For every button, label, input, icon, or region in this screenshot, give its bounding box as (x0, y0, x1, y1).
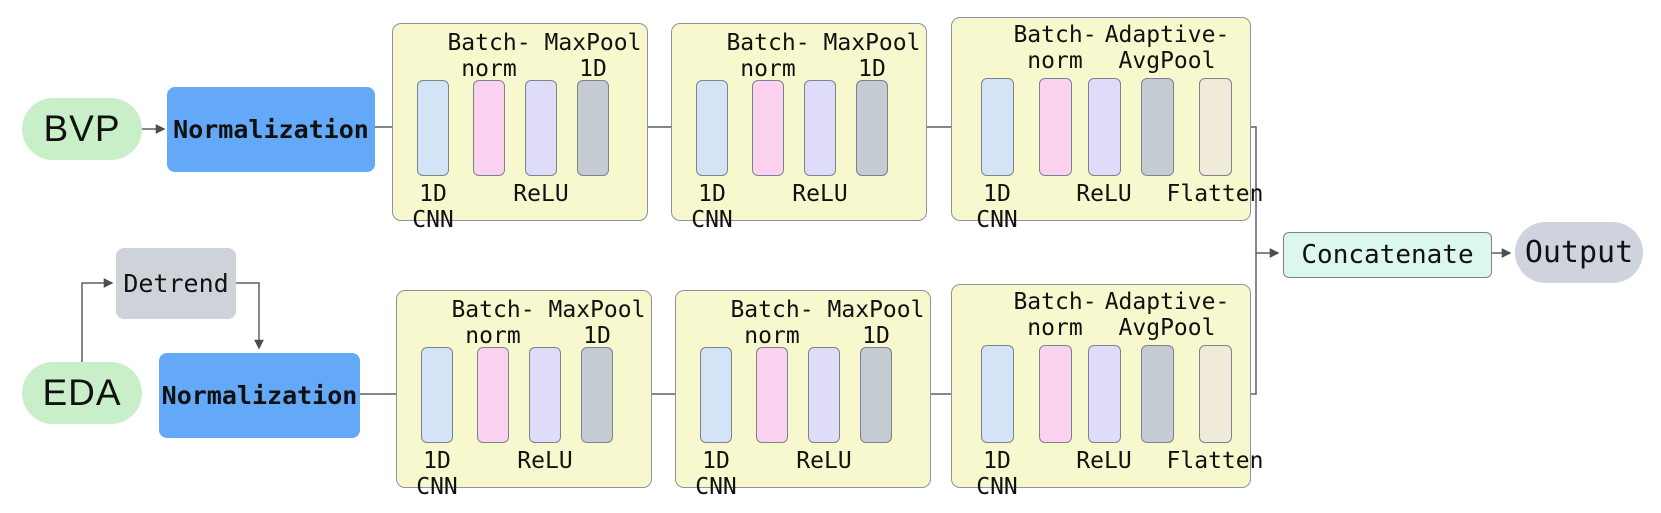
maxpool-bar (856, 80, 888, 176)
relu-bar (804, 80, 836, 176)
cnn-label: 1D CNN (695, 448, 737, 500)
batchnorm-label: Batch- norm (451, 297, 535, 349)
conv-block-bottom-3: Batch- norm Adaptive- AvgPool 1D CNN ReL… (951, 284, 1263, 500)
cnn-label: 1D CNN (691, 181, 733, 233)
maxpool-label: MaxPool 1D (544, 30, 642, 82)
relu-label: ReLU (1076, 181, 1132, 207)
relu-label: ReLU (792, 181, 848, 207)
cnn-label: 1D CNN (976, 448, 1018, 500)
cnn-label: 1D CNN (412, 181, 454, 233)
adaptive-avgpool-label: Adaptive- AvgPool (1104, 289, 1230, 341)
batchnorm-bar (473, 80, 505, 176)
conv-block-bottom-2: Batch- norm MaxPool 1D 1D CNN ReLU (675, 290, 931, 500)
conv-block-top-3: Batch- norm Adaptive- AvgPool 1D CNN ReL… (951, 17, 1263, 233)
bvp-input-node: BVP (22, 98, 142, 160)
flatten-bar (1199, 78, 1232, 176)
relu-bar (808, 347, 840, 443)
maxpool-bar (577, 80, 609, 176)
cnn-label: 1D CNN (416, 448, 458, 500)
maxpool-bar (860, 347, 892, 443)
adaptive-avgpool-bar (1141, 345, 1174, 443)
batchnorm-bar (1039, 345, 1072, 443)
normalization-node-bottom: Normalization (159, 353, 360, 438)
maxpool-label: MaxPool 1D (548, 297, 646, 349)
maxpool-label: MaxPool 1D (823, 30, 921, 82)
relu-label: ReLU (517, 448, 573, 474)
cnn-bar (700, 347, 732, 443)
normalization-node-top: Normalization (167, 87, 375, 172)
maxpool-label: MaxPool 1D (827, 297, 925, 349)
batchnorm-bar (752, 80, 784, 176)
batchnorm-bar (756, 347, 788, 443)
adaptive-avgpool-label: Adaptive- AvgPool (1104, 22, 1230, 74)
batchnorm-label: Batch- norm (447, 30, 531, 82)
relu-bar (1088, 78, 1121, 176)
maxpool-bar (581, 347, 613, 443)
relu-label: ReLU (513, 181, 569, 207)
concatenate-node: Concatenate (1283, 232, 1492, 278)
flatten-label: Flatten (1166, 181, 1264, 207)
cnn-label: 1D CNN (976, 181, 1018, 233)
relu-bar (529, 347, 561, 443)
output-node: Output (1515, 222, 1643, 283)
relu-bar (525, 80, 557, 176)
adaptive-avgpool-bar (1141, 78, 1174, 176)
cnn-bar (981, 345, 1014, 443)
conv-block-top-2: Batch- norm MaxPool 1D 1D CNN ReLU (671, 23, 927, 233)
conv-block-top-1: Batch- norm MaxPool 1D 1D CNN ReLU (392, 23, 648, 233)
batchnorm-label: Batch- norm (1013, 22, 1097, 74)
batchnorm-label: Batch- norm (1013, 289, 1097, 341)
relu-label: ReLU (1076, 448, 1132, 474)
conv-block-bottom-1: Batch- norm MaxPool 1D 1D CNN ReLU (396, 290, 652, 500)
batchnorm-label: Batch- norm (726, 30, 810, 82)
cnn-bar (417, 80, 449, 176)
detrend-node: Detrend (116, 248, 236, 319)
relu-bar (1088, 345, 1121, 443)
batchnorm-bar (477, 347, 509, 443)
cnn-bar (421, 347, 453, 443)
batchnorm-bar (1039, 78, 1072, 176)
flatten-bar (1199, 345, 1232, 443)
eda-input-node: EDA (22, 362, 142, 424)
relu-label: ReLU (796, 448, 852, 474)
flatten-label: Flatten (1166, 448, 1264, 474)
cnn-bar (696, 80, 728, 176)
batchnorm-label: Batch- norm (730, 297, 814, 349)
cnn-bar (981, 78, 1014, 176)
